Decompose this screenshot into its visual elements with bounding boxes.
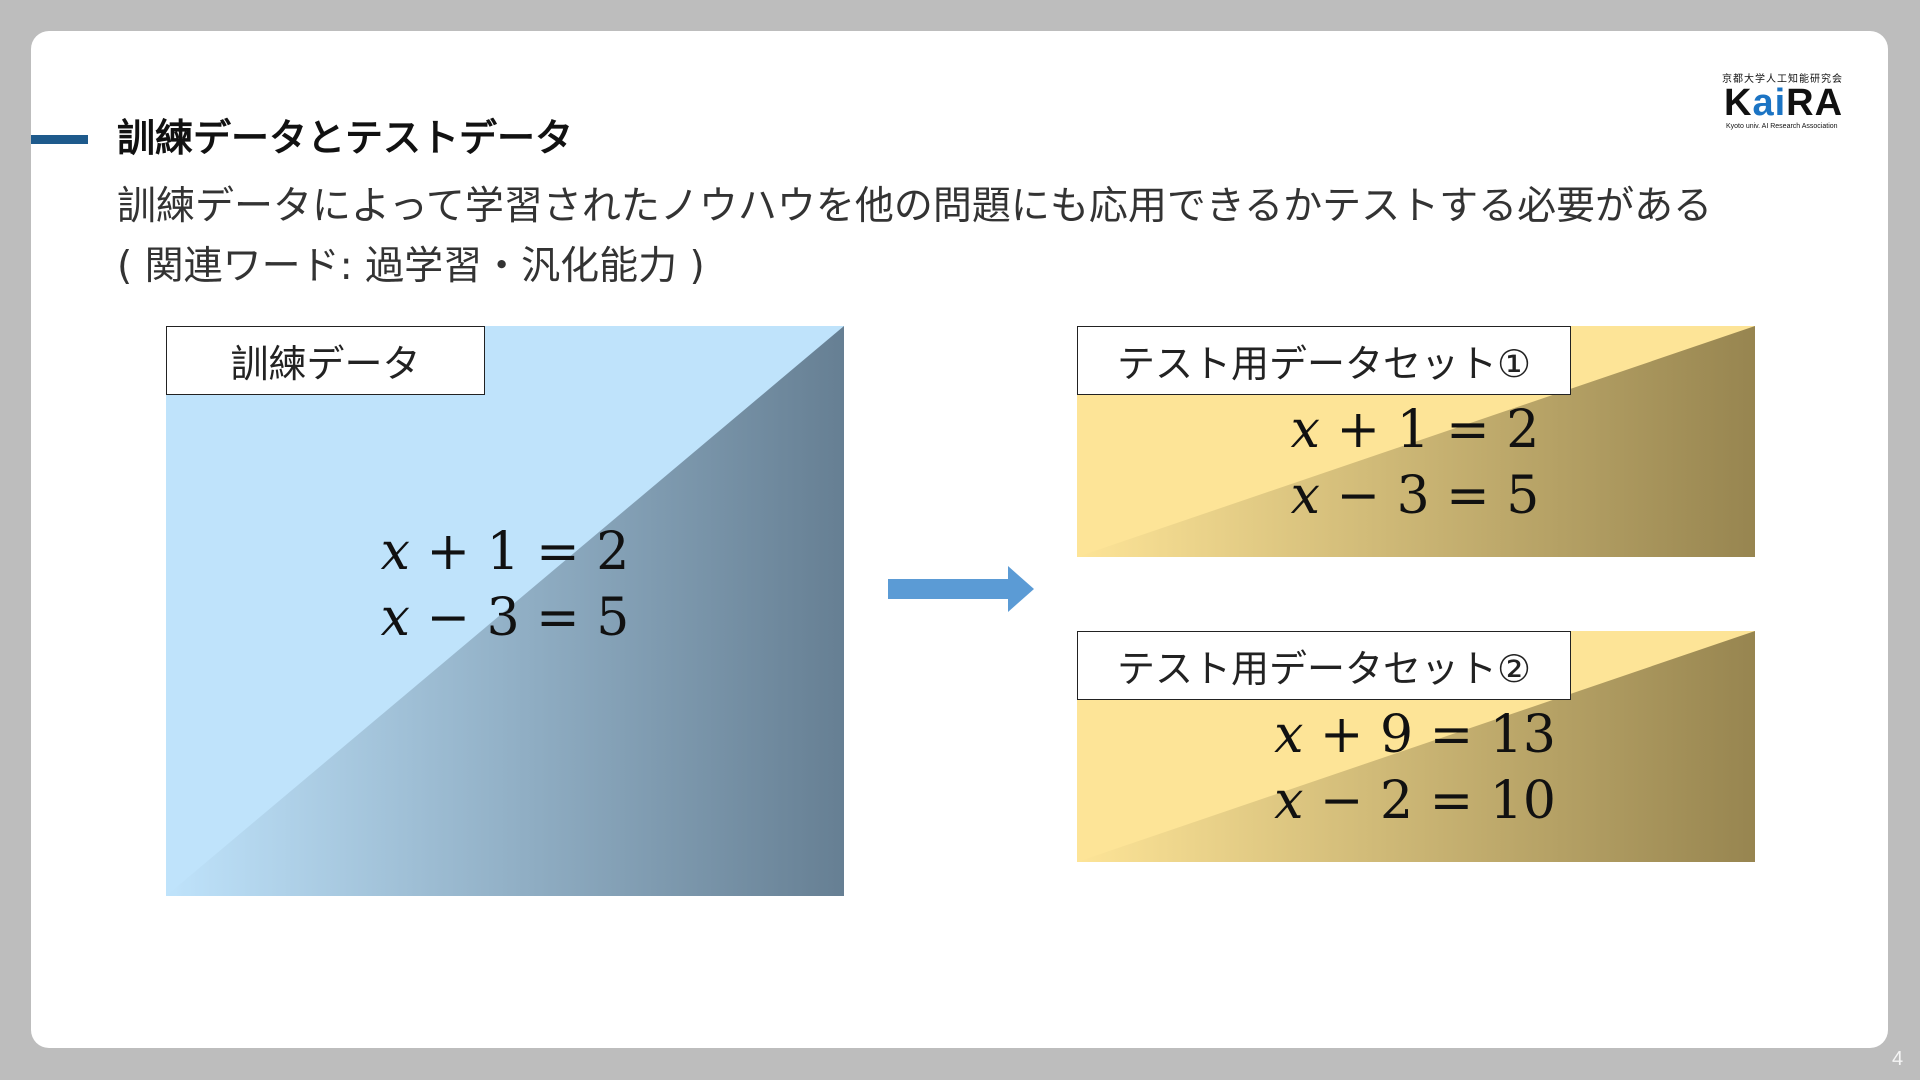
logo-english-text: Kyoto univ. AI Research Association	[1726, 123, 1838, 130]
test-set-1-equation-2: x − 3 = 5	[1290, 466, 1540, 526]
page-number: 4	[1892, 1048, 1904, 1070]
subtitle-line-1: 訓練データによって学習されたノウハウを他の問題にも応用できるかテストする必要があ…	[117, 184, 1713, 229]
test-set-2-label: テスト用データセット②	[1077, 631, 1571, 700]
test-set-2-equation-2: x − 2 = 10	[1274, 771, 1556, 831]
test-set-1-equation-1: x + 1 = 2	[1290, 400, 1540, 460]
training-equation-1: x + 1 = 2	[380, 522, 630, 582]
slide-title: 訓練データとテストデータ	[117, 116, 574, 160]
kaira-logo: 京都大学人工知能研究会 KaiRA Kyoto univ. AI Researc…	[1722, 70, 1868, 132]
training-panel-background	[166, 326, 844, 896]
logo-wordmark: KaiRA	[1724, 82, 1843, 125]
title-accent-bar	[31, 135, 88, 144]
logo-suffix: RA	[1786, 82, 1844, 124]
test-set-2-equation-1: x + 9 = 13	[1274, 705, 1556, 765]
training-data-label: 訓練データ	[166, 326, 485, 395]
training-equation-2: x − 3 = 5	[380, 588, 630, 648]
training-data-panel	[166, 326, 844, 896]
slide-subtitle: 訓練データによって学習されたノウハウを他の問題にも応用できるかテストする必要があ…	[117, 177, 1712, 297]
logo-prefix: K	[1724, 82, 1753, 124]
test-set-1-label: テスト用データセット①	[1077, 326, 1571, 395]
right-arrow-icon	[888, 566, 1034, 612]
logo-japanese-text: 京都大学人工知能研究会	[1722, 74, 1843, 85]
subtitle-line-2: ( 関連ワード: 過学習・汎化能力 )	[117, 244, 705, 289]
logo-accent: ai	[1752, 82, 1787, 124]
